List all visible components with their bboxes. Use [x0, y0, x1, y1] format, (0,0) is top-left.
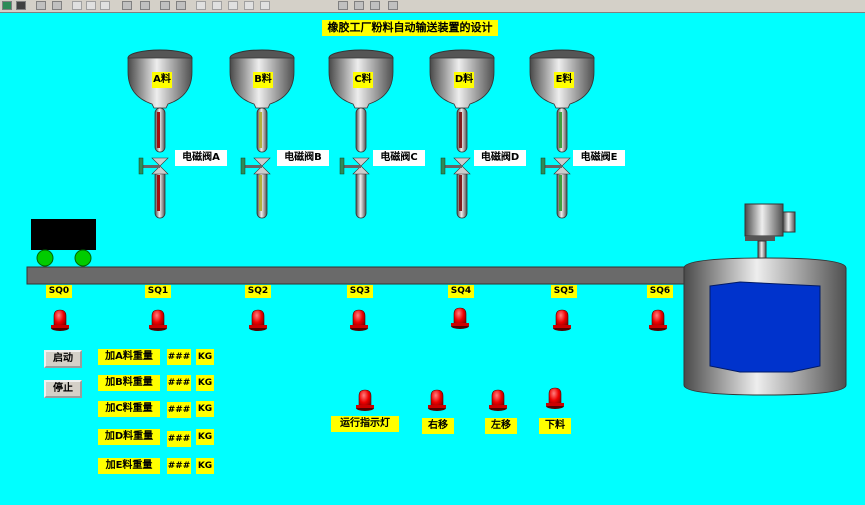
weight-c-unit: KG: [196, 401, 214, 417]
sensor-label-sq3: SQ3: [347, 285, 373, 298]
sensor-lamp-sq3: [349, 309, 369, 332]
toolbar: [0, 0, 865, 13]
valve-d-label: 电磁阀D: [474, 150, 526, 166]
app-icon[interactable]: [2, 1, 12, 10]
valve-b-label: 电磁阀B: [277, 150, 329, 166]
cart-wheel-left: [36, 249, 54, 267]
hopper-d-label: D料: [454, 72, 474, 88]
cut-icon[interactable]: [72, 1, 82, 10]
save-icon[interactable]: [16, 1, 26, 10]
hopper-b-flow: [259, 175, 262, 211]
move-right-lamp: [427, 389, 447, 412]
hopper-b-level: [259, 112, 262, 148]
sensor-lamp-sq1: [148, 309, 168, 332]
conveyor-track: [26, 266, 716, 285]
preview-icon[interactable]: [52, 1, 62, 10]
sensor-lamp-sq5: [552, 309, 572, 332]
copy-icon[interactable]: [86, 1, 96, 10]
weight-c-value: ###: [167, 402, 191, 418]
list-icon[interactable]: [244, 1, 254, 10]
print-icon[interactable]: [36, 1, 46, 10]
move-left-label: 左移: [485, 418, 517, 434]
weight-a-unit: KG: [196, 349, 214, 365]
sensor-label-sq4: SQ4: [448, 285, 474, 298]
mixer-tank: [683, 203, 847, 396]
link-icon[interactable]: [196, 1, 206, 10]
mixer-motor: [744, 203, 784, 237]
weight-b-label: 加B料重量: [98, 375, 160, 391]
sensor-lamp-sq2: [248, 309, 268, 332]
font-icon[interactable]: [228, 1, 238, 10]
sensor-lamp-sq6: [648, 309, 668, 332]
unload-lamp: [545, 387, 565, 410]
valve-a-label: 电磁阀A: [175, 150, 227, 166]
paste-icon[interactable]: [100, 1, 110, 10]
sensor-label-sq6: SQ6: [647, 285, 673, 298]
hopper-a-level: [157, 112, 160, 148]
weight-d-value: ###: [167, 431, 191, 447]
undo-icon[interactable]: [122, 1, 132, 10]
hopper-e-label: E料: [554, 72, 574, 88]
stop-button[interactable]: 停止: [44, 380, 82, 398]
run-indicator-lamp: [355, 389, 375, 412]
sensor-label-sq5: SQ5: [551, 285, 577, 298]
weight-d-label: 加D料重量: [98, 429, 160, 445]
weight-b-value: ###: [167, 375, 191, 391]
tools-icon[interactable]: [140, 1, 150, 10]
valve-c-label: 电磁阀C: [373, 150, 425, 166]
weight-a-value: ###: [167, 349, 191, 365]
valve-e-label: 电磁阀E: [573, 150, 625, 166]
start-button[interactable]: 启动: [44, 350, 82, 368]
weight-c-label: 加C料重量: [98, 401, 160, 417]
hopper-d-flow: [459, 175, 462, 211]
help-icon[interactable]: [388, 1, 398, 10]
hopper-d-level: [459, 112, 462, 148]
hopper-b-label: B料: [253, 72, 273, 88]
format-icon[interactable]: [212, 1, 222, 10]
mixer-window: [709, 281, 821, 373]
hopper-a-label: A料: [152, 72, 172, 88]
edit-icon[interactable]: [370, 1, 380, 10]
hopper-e-flow: [559, 175, 562, 211]
page-title: 橡胶工厂粉料自动输送装置的设计: [322, 20, 498, 36]
unload-label: 下料: [539, 418, 571, 434]
sensor-label-sq2: SQ2: [245, 285, 271, 298]
weight-d-unit: KG: [196, 429, 214, 445]
cart-wheel-right: [74, 249, 92, 267]
hopper-b: [229, 49, 295, 219]
sensor-label-sq0: SQ0: [46, 285, 72, 298]
move-right-label: 右移: [422, 418, 454, 434]
check-icon[interactable]: [354, 1, 364, 10]
weight-e-unit: KG: [196, 458, 214, 474]
hopper-a-flow: [157, 175, 160, 211]
weight-b-unit: KG: [196, 375, 214, 391]
move-left-lamp: [488, 389, 508, 412]
hopper-a: [127, 49, 193, 219]
run-indicator-label: 运行指示灯: [331, 416, 399, 432]
hopper-d: [429, 49, 495, 219]
cart: [31, 219, 96, 267]
weight-e-value: ###: [167, 458, 191, 474]
align-icon[interactable]: [176, 1, 186, 10]
weight-a-label: 加A料重量: [98, 349, 160, 365]
sensor-lamp-sq0: [50, 309, 70, 332]
hopper-e: [529, 49, 595, 219]
grid-icon[interactable]: [160, 1, 170, 10]
hopper-e-level: [559, 112, 562, 148]
weight-e-label: 加E料重量: [98, 458, 160, 474]
table-icon[interactable]: [260, 1, 270, 10]
hopper-c-label: C料: [353, 72, 373, 88]
sensor-lamp-sq4: [450, 307, 470, 330]
sensor-label-sq1: SQ1: [145, 285, 171, 298]
properties-icon[interactable]: [338, 1, 348, 10]
